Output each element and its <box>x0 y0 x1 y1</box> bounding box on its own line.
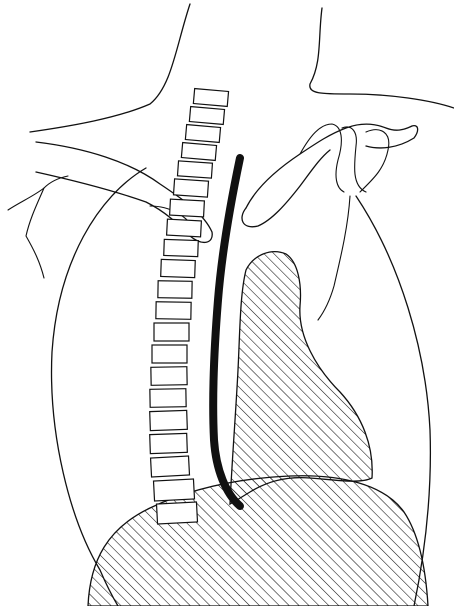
vertebra <box>150 389 186 408</box>
vertebra <box>189 107 224 125</box>
vertebra <box>181 143 216 161</box>
vertebra <box>154 323 189 341</box>
vertebra <box>151 456 190 477</box>
vertebra <box>193 89 228 107</box>
vertebra <box>185 125 220 143</box>
vertebra <box>156 302 191 320</box>
vertebra <box>177 161 212 178</box>
shoulder-outline <box>8 176 68 278</box>
vertebra <box>150 410 188 430</box>
vertebra <box>150 433 188 453</box>
vertebra <box>170 199 205 217</box>
diaphragm-shadow <box>88 476 428 606</box>
vertebra <box>158 281 192 299</box>
mediastinum-shadow <box>230 252 372 504</box>
vertebra <box>167 219 202 237</box>
vertebra <box>151 367 187 386</box>
vertebra <box>173 179 208 197</box>
neck-outline <box>30 4 454 132</box>
vertebra <box>161 259 196 277</box>
vertebra <box>152 345 187 363</box>
vertebra <box>164 239 199 256</box>
